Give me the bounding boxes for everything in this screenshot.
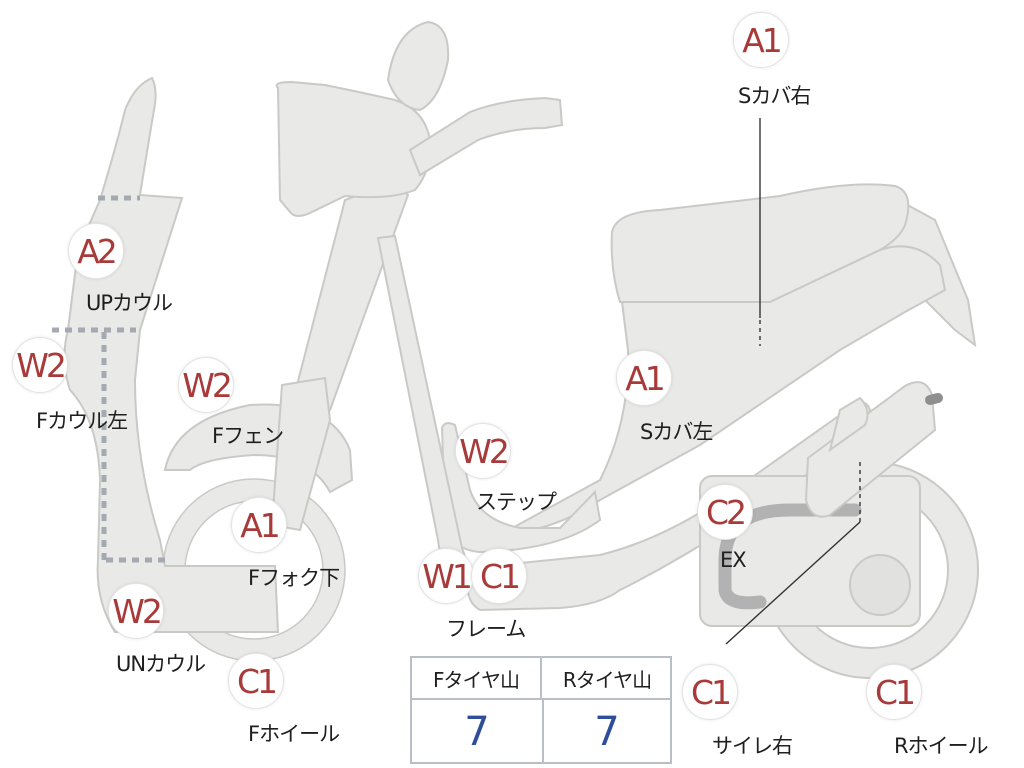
rear-wheel-label: Rホイール	[894, 734, 989, 758]
rear-tire-tread-header: Rタイヤ山	[542, 658, 672, 700]
frame-corrosion-grade-badge: C1	[471, 548, 527, 604]
step-label: ステップ	[476, 490, 557, 514]
silencer-shape	[804, 381, 943, 518]
frame-weld-grade-badge: W1	[418, 548, 474, 604]
under-cowl-grade-badge: W2	[108, 583, 164, 639]
tire-tread-table: Fタイヤ山 Rタイヤ山 7 7	[410, 656, 672, 764]
seat-cover-left-label: Sカバ左	[640, 420, 713, 444]
silencer-right-grade-badge: C1	[682, 664, 738, 720]
upper-cowl-grade-badge: A2	[68, 223, 124, 279]
front-tire-tread-header: Fタイヤ山	[412, 658, 542, 700]
under-cowl-label: UNカウル	[116, 652, 206, 676]
front-wheel-grade-badge: C1	[228, 653, 284, 709]
front-fork-lower-grade-badge: A1	[231, 497, 287, 553]
exhaust-label: EX	[720, 548, 747, 572]
front-wheel-label: Fホイール	[248, 722, 340, 746]
rear-tire-tread-value: 7	[594, 709, 620, 755]
step-floor-shape	[440, 422, 602, 554]
front-fender-grade-badge: W2	[178, 357, 234, 413]
step-grade-badge: W2	[455, 423, 511, 479]
exhaust-grade-badge: C2	[697, 484, 753, 540]
front-cowl-left-grade-badge: W2	[12, 337, 68, 393]
seat-cover-left-grade-badge: A1	[616, 350, 672, 406]
mirror-shape	[386, 20, 450, 112]
upper-cowl-label: UPカウル	[86, 291, 173, 315]
silencer-right-label: サイレ右	[712, 734, 793, 758]
front-cowl-left-label: Fカウル左	[36, 409, 128, 433]
rear-wheel-grade-badge: C1	[866, 664, 922, 720]
front-cowl-shape	[52, 76, 280, 633]
front-fender-label: Fフェン	[212, 424, 284, 448]
front-fork-lower-label: Fフォク下	[248, 566, 340, 590]
frame-label: フレーム	[446, 617, 526, 641]
front-tire-tread-value: 7	[412, 700, 544, 764]
seat-cover-right-label: Sカバ右	[738, 84, 811, 108]
handlebar-shape	[408, 96, 564, 177]
exhaust-pipe-shape	[718, 503, 862, 610]
seat-cover-right-grade-badge: A1	[733, 12, 789, 68]
rear-stay-shape	[828, 396, 869, 453]
silencer-leader	[725, 521, 861, 645]
